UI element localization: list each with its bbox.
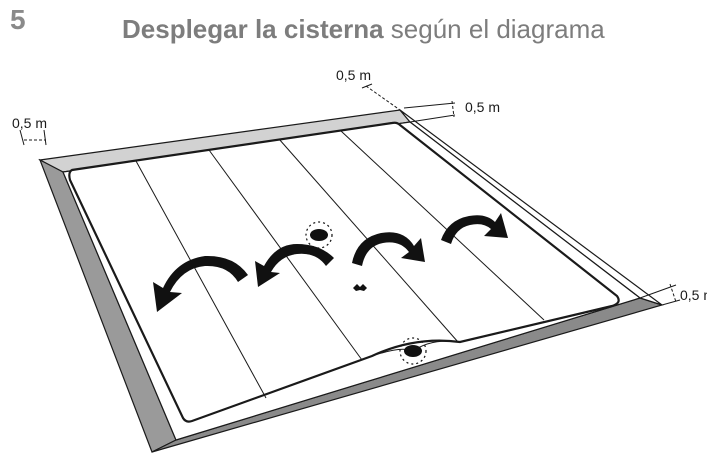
fold-line-4 bbox=[340, 130, 545, 321]
cistern-liner bbox=[68, 121, 620, 423]
step-number: 5 bbox=[10, 4, 26, 35]
dim-r-line bbox=[669, 283, 677, 303]
unfold-arrows bbox=[153, 213, 508, 312]
dim-tl-ext-2 bbox=[43, 129, 47, 146]
dim-label-top-center: 0,5 m bbox=[336, 67, 371, 83]
step-title-rest: según el diagrama bbox=[383, 14, 605, 44]
outlet-bottom bbox=[399, 337, 427, 365]
arrow-left-inner bbox=[255, 244, 334, 287]
dim-r-ext-1 bbox=[639, 284, 677, 299]
center-marker bbox=[353, 284, 367, 291]
arrow-right-outer bbox=[441, 213, 508, 244]
dimension-marks bbox=[19, 83, 681, 306]
dim-label-top-left: 0,5 m bbox=[12, 115, 47, 131]
step-title: Desplegar la cisterna según el diagrama bbox=[122, 14, 605, 45]
liner-outlets bbox=[305, 221, 427, 365]
dim-tr-ext-2 bbox=[409, 114, 456, 123]
dim-tc-line bbox=[365, 85, 401, 111]
step-title-bold: Desplegar la cisterna bbox=[122, 14, 384, 44]
arrow-right-inner bbox=[352, 232, 425, 266]
dim-r-ext-2 bbox=[661, 299, 681, 306]
dim-tr-line bbox=[451, 100, 455, 118]
dim-tr-ext-1 bbox=[403, 102, 456, 109]
dim-tl-ext-1 bbox=[19, 129, 25, 146]
dim-label-top-right: 0,5 m bbox=[465, 99, 500, 115]
dim-tc-ext bbox=[361, 83, 373, 89]
dim-label-right: 0,5 m bbox=[680, 287, 707, 303]
fold-line-1 bbox=[135, 160, 267, 399]
arrow-left-outer bbox=[153, 255, 248, 312]
